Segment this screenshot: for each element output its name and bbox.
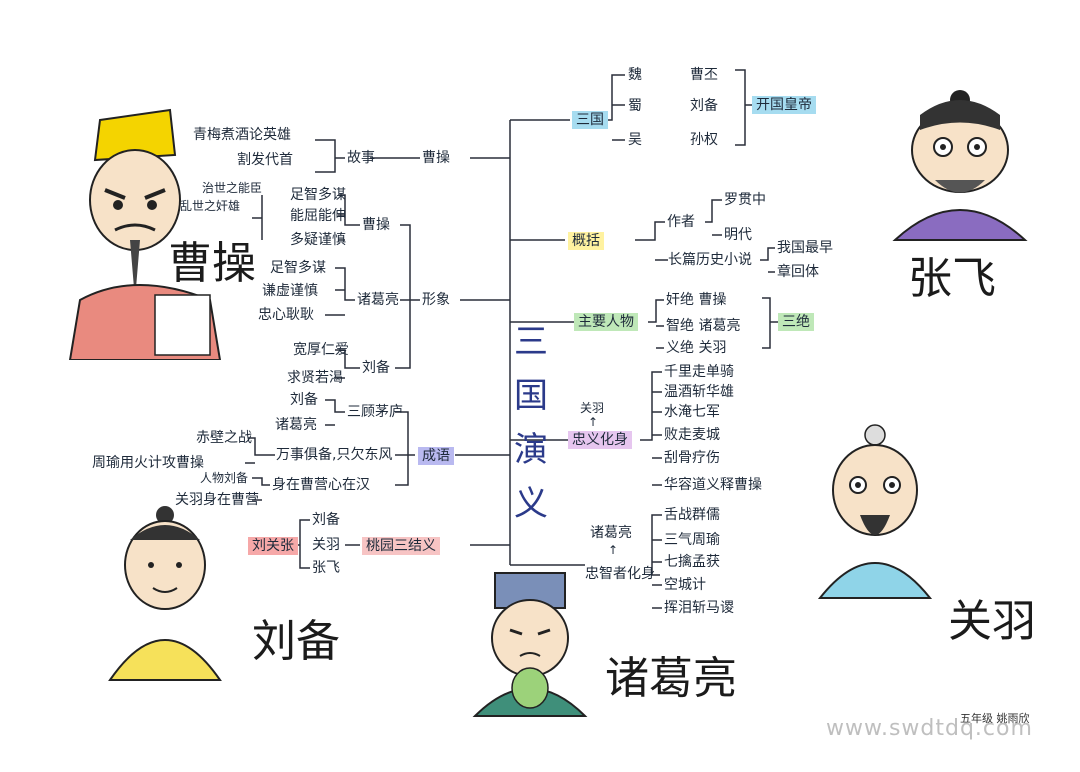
story-item-1: 青梅煮酒论英雄 [193,127,291,143]
xx-liubei-item-1: 宽厚仁爱 [293,342,349,358]
cy-sangu-item-2: 诸葛亮 [275,417,317,433]
cy-sangu-item-1: 刘备 [290,392,318,408]
node-zhi: 忠智者化身 [585,566,655,582]
xx-caocao-note-2: 乱世之奸雄 [180,199,241,213]
gaikuo-note-2: 章回体 [777,264,819,280]
xx-caocao: 曹操 [362,217,390,233]
cy-shenzai: 身在曹营心在汉 [272,477,370,493]
cy-taoyuan-item-2: 关羽 [312,537,340,553]
cy-shenzai-item-2: 关羽身在曹营 [175,492,259,508]
xx-zhuge-item-3: 忠心耿耿 [258,307,314,323]
zhi-item-1: 舌战群儒 [664,507,720,523]
xx-caocao-note-1: 治世之能臣 [202,181,263,195]
gaikuo-era: 明代 [724,227,752,243]
cy-dongfeng-note: 赤壁之战 [196,430,252,446]
xx-zhuge-item-2: 谦虚谨慎 [262,283,318,299]
state-wu: 吴 [628,132,642,148]
liubei-portrait [108,506,222,681]
zhangfei-portrait [892,90,1028,241]
tag-kaiguo: 开国皇帝 [752,96,816,114]
cy-dongfeng: 万事俱备,只欠东风 [276,447,393,463]
xx-caocao-item-2: 能屈能伸 [290,208,346,224]
cy-taoyuan-tag: 刘关张 [248,537,298,555]
yi-item-1: 千里走单骑 [664,364,734,380]
yi-item-6: 华容道义释曹操 [664,477,762,493]
story-item-2: 割发代首 [237,152,293,168]
gaikuo-genre: 长篇历史小说 [668,252,752,268]
gaikuo-author-label: 作者 [667,214,695,230]
gaikuo-note-1: 我国最早 [777,240,833,256]
name-zhugeliang: 诸葛亮 [605,653,737,704]
yi-item-2: 温酒斩华雄 [664,384,734,400]
cy-shenzai-item-1: 人物刘备 [200,471,249,485]
node-main-chars: 主要人物 [574,313,638,331]
name-guanyu: 关羽 [948,596,1036,647]
yi-item-3: 水淹七军 [664,404,720,420]
node-sanguo: 三国 [572,111,608,129]
zhi-arrow: ↑ [608,543,619,557]
story-target: 曹操 [422,150,450,166]
main-char-3: 义绝 关羽 [666,340,727,356]
watermark: www.swdtdq.com [826,716,1033,741]
cy-taoyuan: 桃园三结义 [362,537,440,555]
gaikuo-author: 罗贯中 [724,192,766,208]
cy-taoyuan-item-1: 刘备 [312,512,340,528]
node-xingxiang: 形象 [422,292,450,308]
name-liubei: 刘备 [252,616,340,667]
cy-dongfeng-extra: 周瑜用火计攻曹操 [92,455,204,471]
ruler-wei: 曹丕 [690,67,718,83]
zhi-top: 诸葛亮 [590,525,632,541]
tag-sanjue: 三绝 [778,313,814,331]
zhi-item-3: 七擒孟获 [664,554,720,570]
main-char-2: 智绝 诸葛亮 [666,318,741,334]
xx-liubei-item-2: 求贤若渴 [287,370,343,386]
center-title: 三国演义 [514,322,548,524]
yi-arrow: ↑ [588,415,599,429]
xx-zhuge: 诸葛亮 [357,292,399,308]
yi-item-4: 败走麦城 [664,427,720,443]
ruler-shu: 刘备 [690,98,718,114]
xx-zhuge-item-1: 足智多谋 [270,260,326,276]
main-char-1: 奸绝 曹操 [666,292,727,308]
guanyu-portrait [817,424,933,599]
node-chengyu: 成语 [418,447,454,465]
xx-caocao-item-1: 足智多谋 [290,187,346,203]
ruler-wu: 孙权 [690,132,718,148]
zhugeliang-portrait [472,572,588,717]
zhi-item-5: 挥泪斩马谡 [664,600,734,616]
node-story: 故事 [347,150,375,166]
state-wei: 魏 [628,67,642,83]
signature: 五年级 姚雨欣 [960,712,1030,725]
xx-liubei: 刘备 [362,360,390,376]
caocao-portrait [68,108,222,360]
cy-sangu: 三顾茅庐 [347,404,403,420]
node-gaikuo: 概括 [568,232,604,250]
name-caocao: 曹操 [168,238,256,289]
yi-top: 关羽 [580,401,605,415]
name-zhangfei: 张飞 [908,253,996,304]
yi-item-5: 刮骨疗伤 [664,450,720,466]
zhi-item-4: 空城计 [664,577,706,593]
zhi-item-2: 三气周瑜 [664,532,720,548]
node-yi: 忠义化身 [568,431,632,449]
xx-caocao-item-3: 多疑谨慎 [290,232,346,248]
cy-taoyuan-item-3: 张飞 [312,560,340,576]
state-shu: 蜀 [628,98,642,114]
